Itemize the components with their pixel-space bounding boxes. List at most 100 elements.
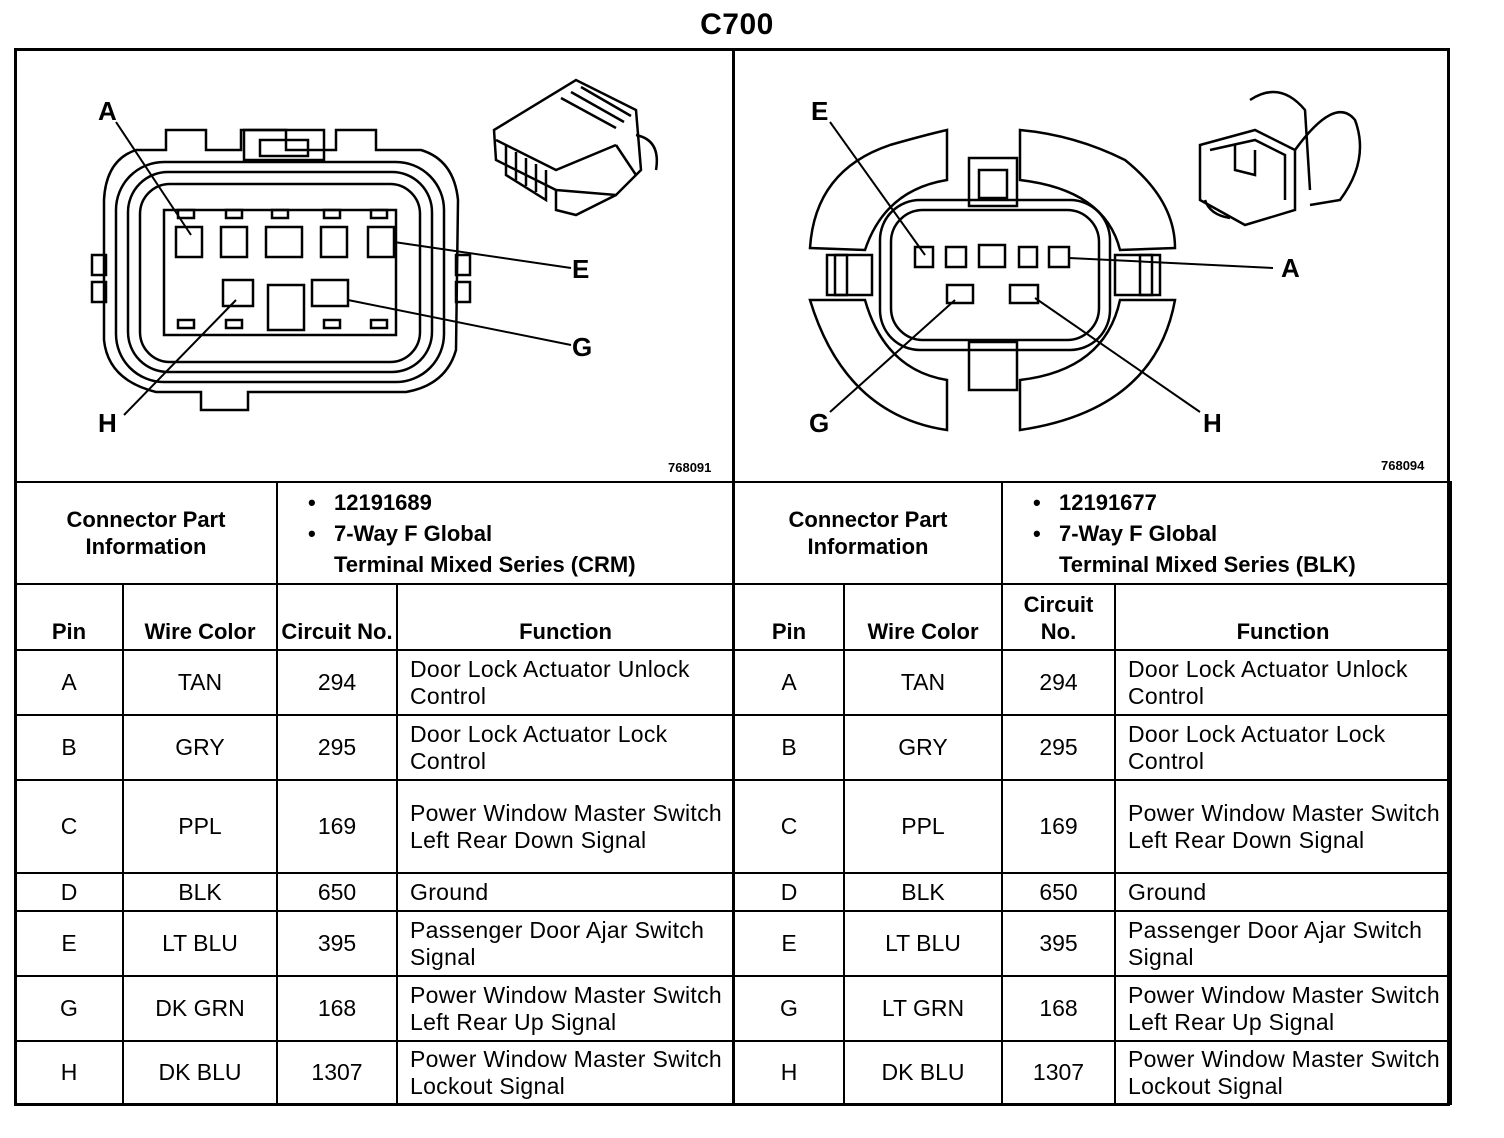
left-cavity-d [319,225,349,259]
header-wire-color: Wire Color [843,583,1003,651]
pin-cell: E [733,910,845,977]
table-row: A TAN 294 Door Lock Actuator Unlock Cont… [733,649,1452,716]
pin-cell: A [733,649,845,716]
part-info-row: Connector Part Information •12191677 •7-… [733,481,1452,585]
left-cavity-e [366,225,396,259]
right-connector-figure: E A G H 768094 [735,50,1448,480]
pin-cell: A [14,649,124,716]
left-leader-a [115,121,192,236]
wire-color-cell: DK BLU [843,1040,1003,1105]
right-arc-top-left [808,128,949,252]
wire-color-cell: GRY [122,714,278,781]
wire-color-cell: LT GRN [843,975,1003,1042]
circuit-cell: 395 [1001,910,1116,977]
right-cavity-e [913,245,935,269]
right-cavity-h [1008,283,1040,305]
left-leader-h [123,299,237,416]
wire-color-cell: TAN [122,649,278,716]
circuit-cell: 169 [1001,779,1116,874]
left-cavity-b [219,225,249,259]
circuit-cell: 650 [276,872,398,912]
pin-cell: E [14,910,124,977]
right-arc-top-right [1018,128,1177,252]
right-leader-h [1034,297,1201,413]
function-cell: Power Window Master Switch Left Rear Dow… [1114,779,1452,874]
wire-color-cell: PPL [122,779,278,874]
part-number: 12191677 [1059,489,1157,515]
function-cell: Door Lock Actuator Lock Control [1114,714,1452,781]
table-row: G DK GRN 168 Power Window Master Switch … [14,975,735,1042]
right-arc-bottom-right [1018,298,1177,432]
connector-title: C700 [700,8,774,41]
left-callout-e: E [572,254,590,284]
pin-cell: G [733,975,845,1042]
wire-color-cell: PPL [843,779,1003,874]
header-circuit: Circuit No. [1001,583,1116,651]
function-cell: Power Window Master Switch Left Rear Up … [1114,975,1452,1042]
table-row: D BLK 650 Ground [14,872,735,912]
left-leader-g [347,299,572,346]
wire-color-cell: DK BLU [122,1040,278,1105]
header-circuit: Circuit No. [276,583,398,651]
wire-color-cell: BLK [122,872,278,912]
function-cell: Power Window Master Switch Lockout Signa… [396,1040,735,1105]
left-cavity-h [221,278,255,308]
right-cavity-a [1047,245,1071,269]
left-housing-outline [102,128,460,412]
header-pin: Pin [14,583,124,651]
function-cell: Door Lock Actuator Unlock Control [396,649,735,716]
function-cell: Passenger Door Ajar Switch Signal [1114,910,1452,977]
left-callout-h: H [98,408,117,438]
right-leader-g [829,299,956,413]
table-row: H DK BLU 1307 Power Window Master Switch… [733,1040,1452,1105]
table-row: G LT GRN 168 Power Window Master Switch … [733,975,1452,1042]
part-desc-2: Terminal Mixed Series (BLK) [1059,551,1356,577]
circuit-cell: 295 [1001,714,1116,781]
pin-cell: C [14,779,124,874]
circuit-cell: 168 [276,975,398,1042]
part-desc-1: 7-Way F Global [334,520,493,546]
right-callout-e: E [811,96,829,126]
table-row: D BLK 650 Ground [733,872,1452,912]
right-callout-h: H [1203,408,1222,438]
left-leader-e [393,241,572,269]
table-row: B GRY 295 Door Lock Actuator Lock Contro… [733,714,1452,781]
pin-cell: C [733,779,845,874]
right-callout-g: G [809,408,830,438]
left-connector-drawing [90,78,659,416]
part-info-details: •12191689 •7-Way F Global Terminal Mixed… [276,481,735,585]
pin-cell: H [14,1040,124,1105]
circuit-cell: 169 [276,779,398,874]
function-cell: Power Window Master Switch Left Rear Up … [396,975,735,1042]
left-callout-a: A [98,96,117,126]
right-callout-a: A [1281,253,1300,283]
function-cell: Power Window Master Switch Lockout Signa… [1114,1040,1452,1105]
part-info-label: Connector Part Information [733,481,1003,585]
part-number: 12191689 [334,489,432,515]
wire-color-cell: GRY [843,714,1003,781]
header-pin: Pin [733,583,845,651]
left-housing-ring-2 [126,170,434,374]
wire-color-cell: BLK [843,872,1003,912]
function-cell: Passenger Door Ajar Switch Signal [396,910,735,977]
left-cavity-g [310,278,350,308]
right-arc-bottom-left [808,298,949,432]
left-figure-number: 768091 [668,460,712,475]
right-cavity-g [945,283,975,305]
pin-cell: B [733,714,845,781]
column-header-row: Pin Wire Color Circuit No. Function [14,583,735,651]
table-row: B GRY 295 Door Lock Actuator Lock Contro… [14,714,735,781]
circuit-cell: 1307 [1001,1040,1116,1105]
right-leader-a [1068,257,1274,269]
table-row: E LT BLU 395 Passenger Door Ajar Switch … [14,910,735,977]
left-pinout-table: Connector Part Information •12191689 •7-… [14,481,735,1105]
function-cell: Power Window Master Switch Left Rear Dow… [396,779,735,874]
part-info-label: Connector Part Information [14,481,278,585]
left-cavity-c [264,225,304,259]
right-leader-e [829,121,926,256]
right-connector-drawing [808,90,1362,432]
circuit-cell: 650 [1001,872,1116,912]
header-function: Function [396,583,735,651]
left-callout-g: G [572,332,593,362]
pin-cell: H [733,1040,845,1105]
